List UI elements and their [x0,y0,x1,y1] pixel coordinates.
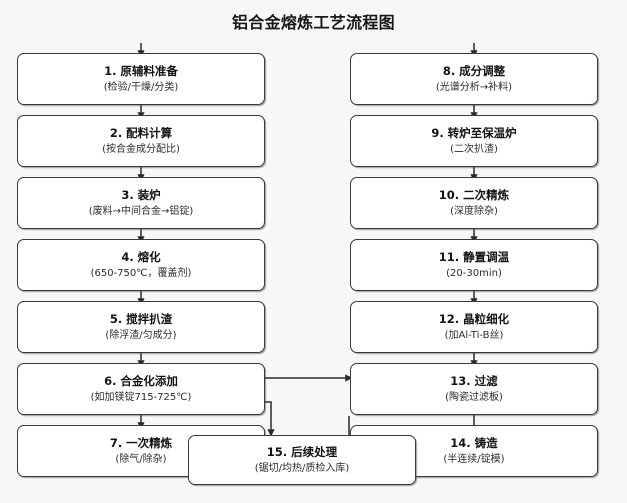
node-label: 7. 一次精炼 [109,435,173,450]
node-sublabel: (除浮渣/匀成分) [105,330,177,342]
node-label: 11. 静置调温 [438,249,510,264]
page-title: 铝合金熔炼工艺流程图 [231,13,395,32]
node-label: 12. 晶粒细化 [438,311,510,326]
node-label: 3. 装炉 [121,187,161,202]
edge-n7-n15 [265,401,275,437]
node-label: 8. 成分调整 [442,63,506,78]
node-sublabel: (20-30min) [446,268,502,280]
node-n5[interactable]: 5. 搅拌扒渣 (除浮渣/匀成分) [17,301,265,353]
node-n9[interactable]: 9. 转炉至保温炉 (二次扒渣) [350,115,598,167]
node-label: 4. 熔化 [121,249,161,264]
node-n12[interactable]: 12. 晶粒细化 (加Al-Ti-B丝) [350,301,598,353]
node-sublabel: (除气/除杂) [115,454,167,466]
node-label: 10. 二次精炼 [438,187,510,202]
node-label: 14. 铸造 [450,435,498,450]
node-label: 13. 过滤 [450,373,498,388]
node-label: 1. 原辅料准备 [104,63,178,78]
node-label: 5. 搅拌扒渣 [109,311,173,326]
node-sublabel: (锯切/均热/质检入库) [254,463,350,475]
node-sublabel: (按合金成分配比) [102,144,180,156]
node-n10[interactable]: 10. 二次精炼 (深度除杂) [350,177,598,229]
node-n6[interactable]: 6. 合金化添加 (如加镁锭715-725℃) [17,363,265,415]
node-n3[interactable]: 3. 装炉 (废料→中间合金→铝锭) [17,177,265,229]
node-sublabel: (光谱分析→补料) [435,82,513,94]
node-sublabel: (加Al-Ti-B丝) [444,330,504,342]
node-n1[interactable]: 1. 原辅料准备 (检验/干燥/分类) [17,53,265,105]
node-label: 2. 配料计算 [109,125,173,140]
node-label: 6. 合金化添加 [104,373,178,388]
node-sublabel: (陶瓷过滤板) [445,392,503,404]
node-sublabel: (检验/干燥/分类) [103,82,179,94]
node-sublabel: (如加镁锭715-725℃) [90,392,192,404]
node-label: 9. 转炉至保温炉 [431,125,517,140]
node-n11[interactable]: 11. 静置调温 (20-30min) [350,239,598,291]
node-sublabel: (650-750℃，覆盖剂) [90,268,192,280]
node-sublabel: (深度除杂) [450,206,498,218]
node-sublabel: (半连续/锭模) [443,454,505,466]
node-sublabel: (二次扒渣) [450,144,498,156]
node-n8[interactable]: 8. 成分调整 (光谱分析→补料) [350,53,598,105]
node-n4[interactable]: 4. 熔化 (650-750℃，覆盖剂) [17,239,265,291]
node-n13[interactable]: 13. 过滤 (陶瓷过滤板) [350,363,598,415]
node-label: 15. 后续处理 [266,444,338,459]
node-n15[interactable]: 15. 后续处理 (锯切/均热/质检入库) [188,435,416,485]
node-n2[interactable]: 2. 配料计算 (按合金成分配比) [17,115,265,167]
node-sublabel: (废料→中间合金→铝锭) [88,206,194,218]
